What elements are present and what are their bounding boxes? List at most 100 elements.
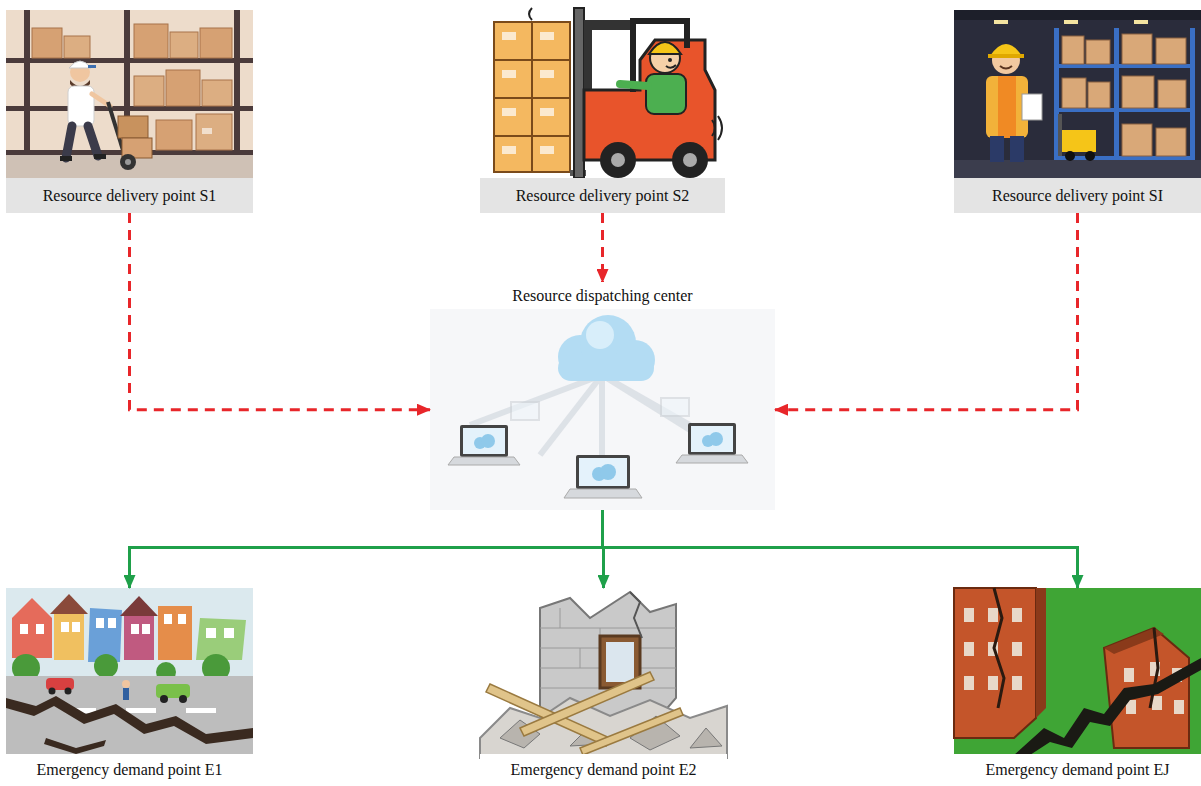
earthquake-city-illustration: [6, 696, 253, 744]
earthquake-city-illustration: [123, 688, 129, 700]
cracked-buildings-illustration: [1012, 676, 1022, 690]
forklift-illustration: [718, 116, 722, 140]
forklift-illustration: [600, 142, 636, 178]
collapsed-building-illustration: [540, 608, 676, 688]
collapsed-building-illustration: [580, 648, 581, 668]
cracked-buildings-illustration: [988, 676, 998, 690]
warehouse-illustration: [1010, 136, 1024, 162]
forklift-illustration: [502, 32, 516, 40]
cracked-buildings-illustration: [964, 608, 974, 622]
warehouse-illustration: [954, 160, 1201, 178]
warehouse-illustration: [1190, 28, 1195, 160]
cloud-network-illustration: [460, 425, 508, 457]
warehouse-illustration: [1065, 151, 1075, 161]
supply-point-box: Resource delivery point S2: [480, 0, 725, 213]
supply-arrow: [601, 213, 604, 282]
collapsed-building-illustration: [486, 672, 683, 755]
cracked-buildings-illustration: [994, 588, 1004, 708]
node-label: Resource delivery point SI: [954, 178, 1201, 213]
warehouse-illustration: [6, 58, 253, 63]
cloud-network-illustration: [512, 403, 538, 419]
cloud-network-illustration: [510, 401, 540, 421]
forklift-illustration: [502, 146, 516, 154]
forklift-illustration: [620, 84, 648, 86]
earthquake-city-illustration: [20, 614, 234, 638]
warehouse-illustration: [6, 10, 253, 178]
warehouse-illustration: [70, 62, 90, 82]
warehouse-illustration: [120, 154, 136, 170]
earthquake-city-illustration: [160, 695, 168, 703]
warehouse-illustration: [1058, 114, 1062, 156]
collapsed-building-illustration: [500, 716, 722, 750]
warehouse-illustration: [1114, 28, 1119, 160]
forklift-illustration: [502, 70, 516, 78]
cloud-network-illustration: [602, 375, 730, 455]
forklift-illustration: [532, 136, 570, 172]
cloud-network-illustration: [662, 399, 688, 415]
forklift-illustration: [712, 120, 715, 136]
forklift-illustration: [532, 98, 570, 136]
node-label: Resource delivery point S2: [480, 178, 725, 213]
warehouse-illustration: [200, 28, 232, 58]
warehouse-illustration: [1054, 28, 1195, 160]
earthquake-city-illustration: [179, 695, 187, 703]
supply-arrow: [775, 213, 1078, 410]
earthquake-city-illustration: [94, 654, 118, 678]
collapsed-building-illustration: [630, 592, 642, 638]
dispatch-center-box: Resource dispatching center: [430, 282, 775, 510]
forklift-illustration: [584, 40, 715, 160]
supply-arrow: [130, 213, 431, 410]
earthquake-city-illustration: [65, 688, 72, 695]
cloud-network-illustration: [676, 423, 748, 463]
earthquake-city-illustration: [131, 624, 139, 634]
cracked-buildings-illustration: [954, 588, 1036, 738]
cloud-network-illustration: [510, 401, 540, 421]
warehouse-illustration: [1122, 124, 1152, 156]
warehouse-illustration: [1064, 20, 1078, 24]
cracked-buildings-illustration: [1012, 642, 1022, 656]
earthquake-city-illustration: [66, 708, 216, 713]
cloud-network-illustration: [688, 423, 736, 455]
forklift-illustration: [480, 0, 725, 182]
cloud-network-illustration: [676, 455, 748, 463]
earthquake-city-illustration: [142, 624, 150, 634]
cloud-network-illustration: [576, 455, 630, 489]
warehouse-illustration: [234, 10, 240, 155]
warehouse-illustration: [202, 128, 212, 134]
forklift-illustration: [532, 22, 570, 60]
cracked-buildings-illustration: [1012, 608, 1022, 622]
warehouse-illustration: [994, 20, 1008, 24]
cloud-network-illustration: [600, 464, 616, 480]
warehouse-illustration: [125, 159, 131, 165]
cloud-network-illustration: [691, 426, 733, 452]
warehouse-illustration: [6, 106, 253, 111]
forklift-illustration: [502, 108, 516, 116]
cracked-buildings-illustration: [964, 642, 974, 656]
cracked-buildings-illustration: [1124, 668, 1134, 682]
warehouse-illustration: [6, 155, 253, 178]
earthquake-city-illustration: [12, 598, 52, 658]
warehouse-illustration: [60, 156, 72, 161]
warehouse-illustration: [1122, 34, 1152, 64]
warehouse-illustration: [134, 76, 164, 106]
warehouse-illustration: [954, 10, 1201, 178]
forklift-illustration: [540, 32, 554, 40]
warehouse-illustration: [64, 36, 90, 58]
earthquake-city-illustration: [88, 608, 122, 662]
cloud-network-illustration: [709, 432, 723, 446]
node-label: Emergency demand point E1: [6, 754, 253, 783]
warehouse-illustration: [994, 20, 1148, 24]
warehouse-illustration: [1054, 156, 1195, 160]
warehouse-illustration: [24, 10, 30, 155]
forklift-illustration: [494, 22, 532, 60]
warehouse-illustration: [988, 54, 1024, 58]
earthquake-city-illustration: [72, 622, 80, 632]
warehouse-illustration: [68, 86, 94, 126]
node-label: Emergency demand point E2: [480, 754, 727, 783]
cloud-network-illustration: [430, 305, 775, 510]
forklift-illustration: [684, 18, 690, 48]
forklift-illustration: [668, 58, 672, 62]
earthquake-city-illustration: [61, 622, 69, 632]
collapsed-building-illustration: [580, 708, 683, 755]
